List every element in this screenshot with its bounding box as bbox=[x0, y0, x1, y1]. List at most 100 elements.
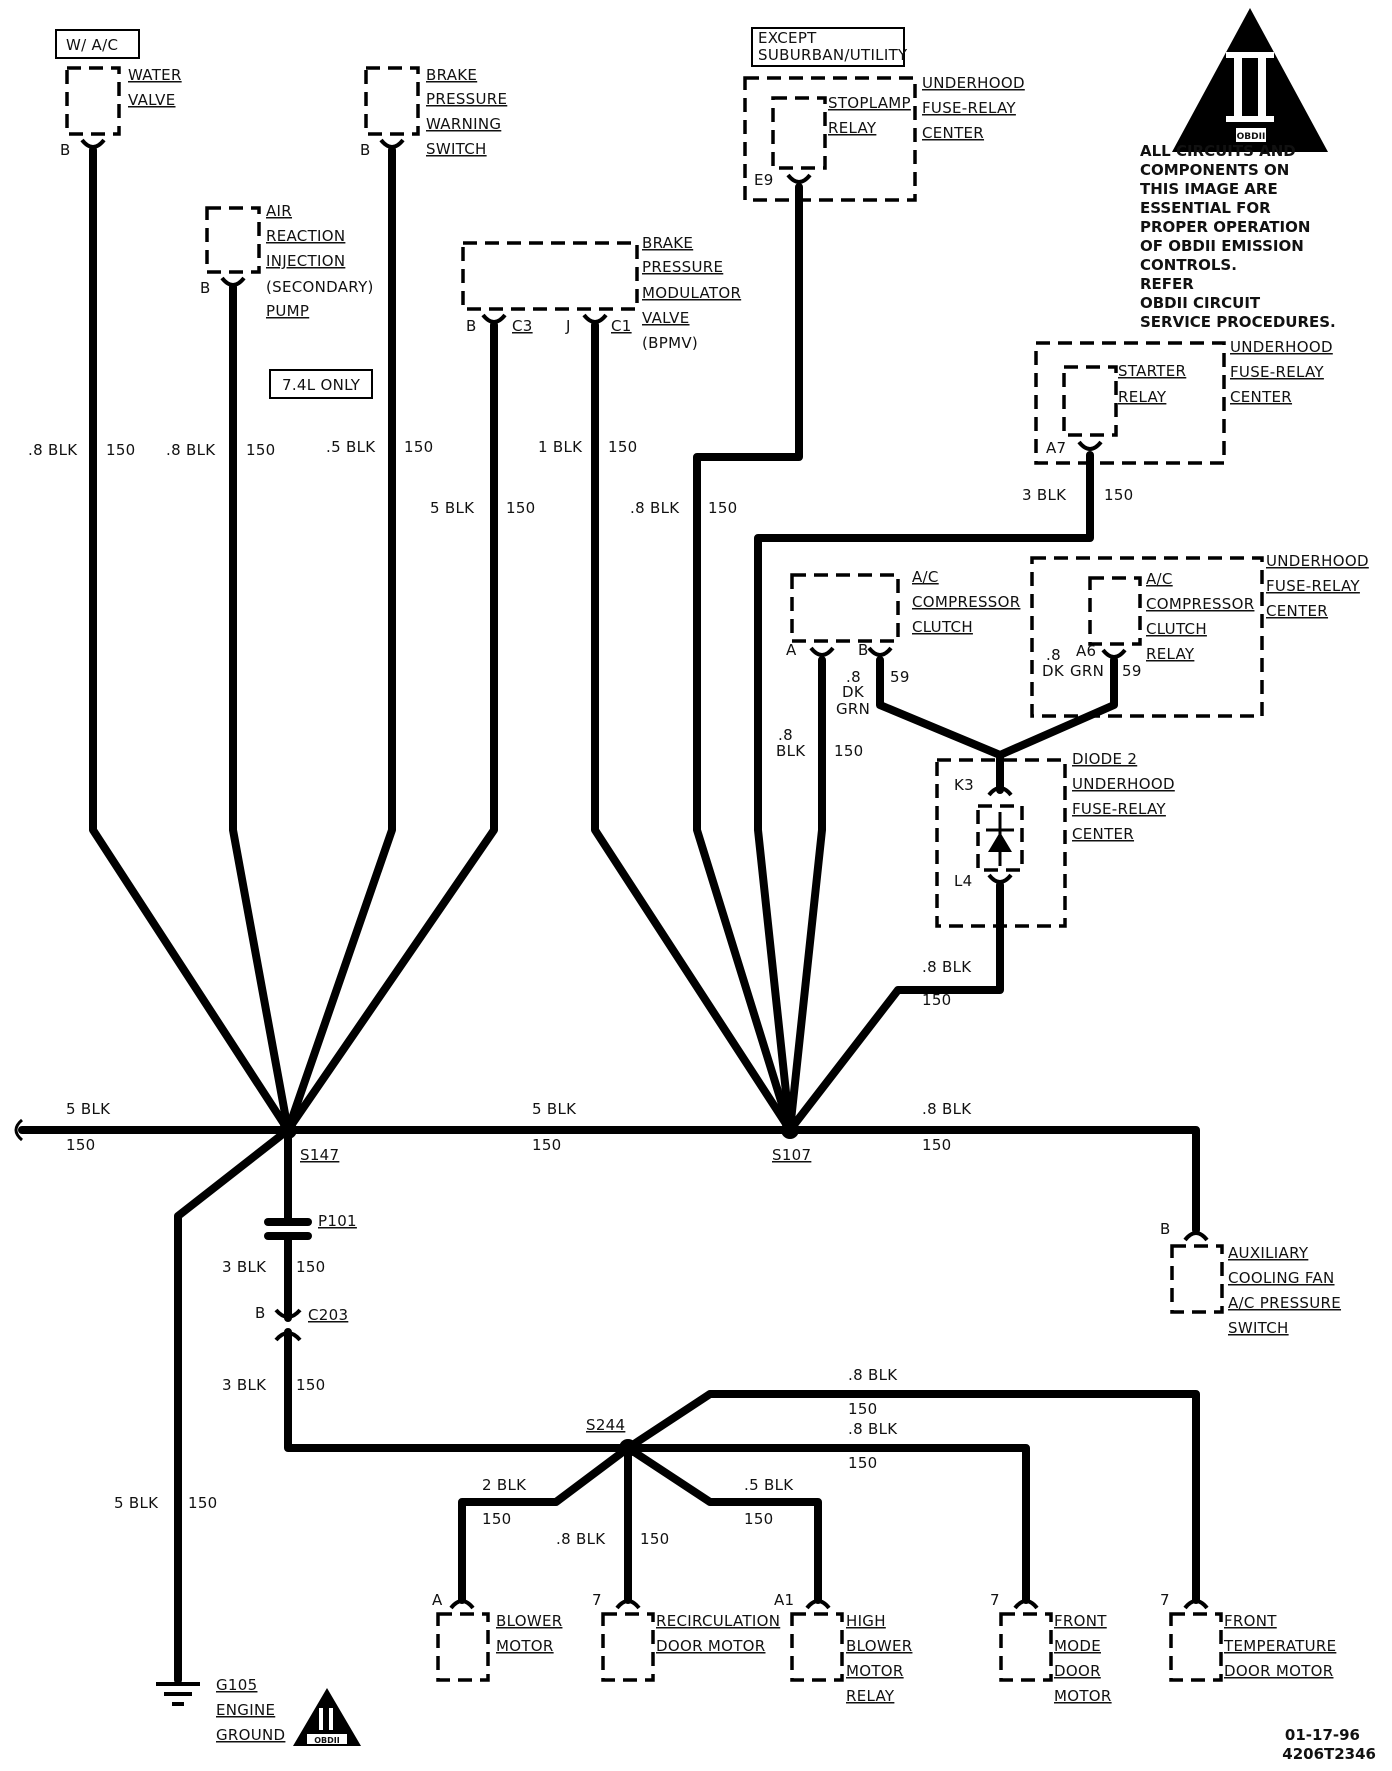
stoplamp-ufrc-box bbox=[743, 76, 917, 202]
wl-blower-size: 2 BLK bbox=[482, 1476, 527, 1494]
pin-stoplamp-e9: E9 bbox=[754, 171, 774, 189]
wl-relay-dkgrn-circuit: 59 bbox=[1122, 662, 1142, 680]
ground-label-3: GROUND bbox=[216, 1726, 285, 1744]
obd-note-line8: REFER bbox=[1140, 275, 1194, 293]
water-valve-label-1: WATER bbox=[128, 66, 182, 84]
wac-note-box bbox=[55, 29, 140, 59]
pin-front-temp-7: 7 bbox=[1160, 1591, 1170, 1609]
air-label-1: AIR bbox=[266, 202, 292, 220]
pin-blower-a: A bbox=[432, 1591, 443, 1609]
wl-dkgrn-size-3: GRN bbox=[836, 700, 870, 718]
wl-bus-right-size: .8 BLK bbox=[922, 1100, 972, 1118]
wl-starter-circuit: 150 bbox=[1104, 486, 1134, 504]
ground-label-1: G105 bbox=[216, 1676, 257, 1694]
wl-bpmv-c3-size: 5 BLK bbox=[430, 499, 475, 517]
pin-bpws: B bbox=[360, 141, 371, 159]
ufrc3-label-1: UNDERHOOD bbox=[1266, 552, 1369, 570]
connector-c203-label: C203 bbox=[308, 1306, 348, 1324]
ac-clutch-label-2: COMPRESSOR bbox=[912, 593, 1020, 611]
wl-p101-circuit: 150 bbox=[296, 1258, 326, 1276]
wire-ac-relay-dkgrn bbox=[996, 656, 1118, 759]
wl-ground-size: 5 BLK bbox=[114, 1494, 159, 1512]
air-pump-box bbox=[205, 206, 261, 274]
p101-connector bbox=[264, 1218, 312, 1240]
wl-high-blower-size: .5 BLK bbox=[744, 1476, 794, 1494]
wl-bus-left-size: 5 BLK bbox=[66, 1100, 111, 1118]
wire-labels: .8 BLK 150 .8 BLK 150 .5 BLK 150 5 BLK 1… bbox=[28, 438, 1142, 1548]
front-temp-motor-box bbox=[1169, 1612, 1223, 1682]
obd-note-line4: ESSENTIAL FOR bbox=[1140, 199, 1271, 217]
blower-label-1: BLOWER bbox=[496, 1612, 562, 1630]
wire-blower bbox=[458, 1444, 632, 1604]
bpmv-label-1: BRAKE bbox=[642, 234, 693, 252]
wire-bpmv-c3 bbox=[284, 321, 498, 1134]
obd-note-line2: COMPONENTS ON bbox=[1140, 161, 1289, 179]
except-note-line2: SUBURBAN/UTILITY bbox=[758, 46, 908, 64]
ac-clutch-box bbox=[790, 573, 900, 643]
splice-s244-dot bbox=[619, 1439, 637, 1457]
ac-relay-box bbox=[1088, 576, 1142, 646]
ufrc3-label-3: CENTER bbox=[1266, 602, 1328, 620]
obd-small-icon: OBDII bbox=[293, 1688, 361, 1746]
splice-s107-dot bbox=[781, 1121, 799, 1139]
ufrc3-label-2: FUSE-RELAY bbox=[1266, 577, 1360, 595]
pin-water-valve: B bbox=[60, 141, 71, 159]
wl-recirc-size: .8 BLK bbox=[556, 1530, 606, 1548]
bpws-box bbox=[364, 66, 420, 136]
wl-bus-right-circuit: 150 bbox=[922, 1136, 952, 1154]
cup-diode-l4 bbox=[987, 873, 1013, 884]
ac-clutch-label-1: A/C bbox=[912, 568, 939, 586]
recirc-motor-box bbox=[601, 1612, 655, 1682]
wl-air-size: .8 BLK bbox=[166, 441, 216, 459]
except-note-line1: EXCEPT bbox=[758, 29, 817, 47]
ac-relay-label-4: RELAY bbox=[1146, 645, 1195, 663]
cup-bpmv-c1 bbox=[582, 313, 608, 324]
stoplamp-label-1: STOPLAMP bbox=[828, 94, 911, 112]
wl-air-circuit: 150 bbox=[246, 441, 276, 459]
wire-break-mark bbox=[14, 1118, 24, 1142]
cup-recirc bbox=[615, 1599, 641, 1610]
splice-s147-dot bbox=[279, 1121, 297, 1139]
cup-air-pump bbox=[220, 276, 246, 287]
wl-water-circuit: 150 bbox=[106, 441, 136, 459]
splice-dots bbox=[279, 1121, 799, 1457]
pin-bpmv-c1: C1 bbox=[611, 317, 632, 335]
stoplamp-relay-box bbox=[771, 96, 827, 170]
cup-diode-k3 bbox=[987, 786, 1013, 797]
component-boxes bbox=[55, 27, 1264, 1682]
wl-bus-mid-circuit: 150 bbox=[532, 1136, 562, 1154]
wl-relay-dkgrn-size-1: .8 bbox=[1046, 646, 1061, 664]
ground-icon bbox=[156, 1682, 200, 1706]
diode-symbol bbox=[986, 812, 1014, 866]
cup-front-temp bbox=[1183, 1599, 1209, 1610]
bpmv-label-5: (BPMV) bbox=[642, 334, 698, 352]
diode-box bbox=[976, 804, 1024, 872]
wl-acclutch-circuit: 150 bbox=[834, 742, 864, 760]
ground-label-2: ENGINE bbox=[216, 1701, 275, 1719]
cup-c203-bottom bbox=[274, 1331, 302, 1342]
connector-p101-label: P101 bbox=[318, 1212, 357, 1230]
water-valve-box bbox=[65, 66, 121, 136]
wire-water-valve bbox=[89, 146, 292, 1134]
wire-ac-clutch-b-dkgrn bbox=[876, 656, 1004, 759]
front-mode-motor-box bbox=[999, 1612, 1053, 1682]
wl-diode-size: .8 BLK bbox=[922, 958, 972, 976]
bpws-label-2: PRESSURE bbox=[426, 90, 507, 108]
stoplamp-label-2: RELAY bbox=[828, 119, 877, 137]
starter-ufrc-box bbox=[1034, 341, 1226, 465]
pin-ac-clutch-a: A bbox=[786, 641, 797, 659]
front-mode-label-4: MOTOR bbox=[1054, 1687, 1112, 1705]
cup-aux-fan bbox=[1183, 1231, 1209, 1242]
wl-bus-left-circuit: 150 bbox=[66, 1136, 96, 1154]
high-blower-label-1: HIGH bbox=[846, 1612, 886, 1630]
obd-note-line10: SERVICE PROCEDURES. bbox=[1140, 313, 1336, 331]
obd-note-line7: CONTROLS. bbox=[1140, 256, 1237, 274]
wl-relay-dkgrn-size-2: DK bbox=[1042, 662, 1065, 680]
splice-s244-label: S244 bbox=[586, 1416, 625, 1434]
wl-acclutch-size-2: BLK bbox=[776, 742, 806, 760]
wl-diode-circuit: 150 bbox=[922, 991, 952, 1009]
wl-ground-circuit: 150 bbox=[188, 1494, 218, 1512]
wl-stoplamp-circuit: 150 bbox=[708, 499, 738, 517]
diode-label-3: FUSE-RELAY bbox=[1072, 800, 1166, 818]
